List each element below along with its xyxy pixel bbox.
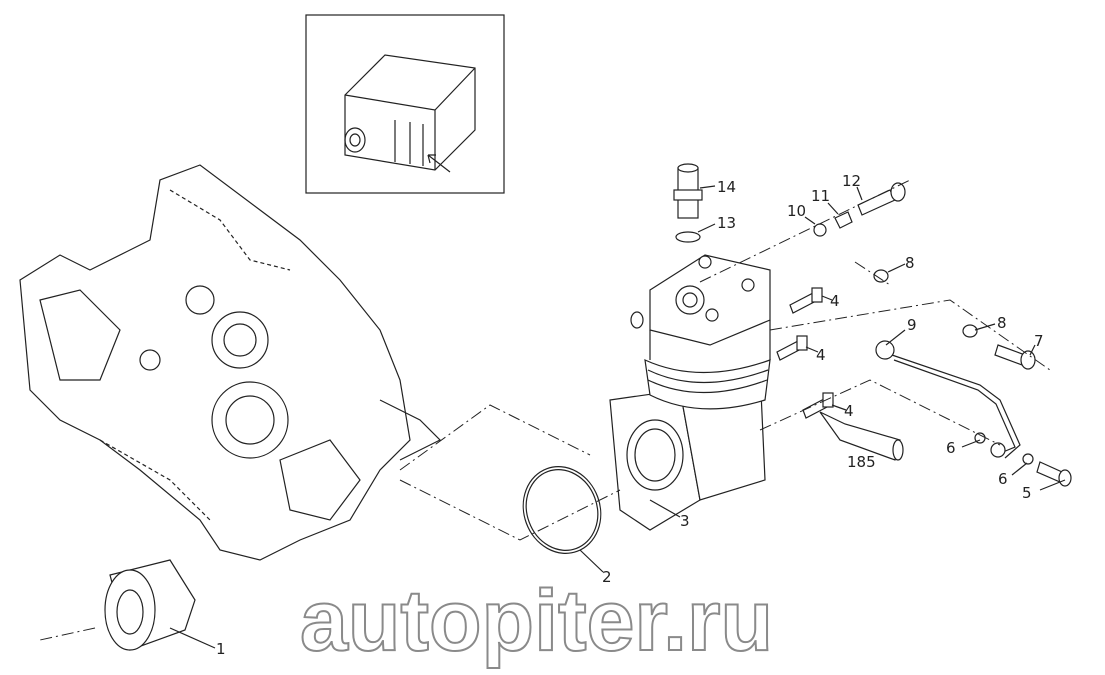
o-ring-gasket-inner [525, 469, 599, 551]
sealant-tube [819, 411, 904, 461]
banjo-bolt-7 [994, 344, 1036, 370]
banjo-bolt-5 [1036, 461, 1072, 487]
air-compressor [609, 254, 771, 531]
washer-8-upper [873, 269, 889, 283]
callout-2: 2 [602, 568, 612, 586]
washer-6-lower [1022, 453, 1034, 465]
nut-11 [834, 211, 853, 229]
leader-lines [169, 185, 1066, 649]
bolt-4-middle [776, 335, 808, 361]
callout-11: 11 [811, 187, 830, 205]
drive-gear [39, 559, 196, 651]
callout-13: 13 [717, 214, 736, 232]
inset-detail [305, 14, 505, 194]
engine-front-housing [19, 164, 442, 561]
union-fitting [673, 163, 703, 219]
callout-3: 3 [680, 512, 690, 530]
callout-4: 4 [816, 346, 826, 364]
callout-7: 7 [1034, 332, 1044, 350]
callout-185: 185 [847, 453, 876, 471]
callout-8: 8 [905, 254, 915, 272]
callout-4: 4 [830, 292, 840, 310]
callout-8: 8 [997, 314, 1007, 332]
o-ring-gasket [522, 466, 602, 554]
callout-14: 14 [717, 178, 736, 196]
callout-6: 6 [946, 439, 956, 457]
washer-10 [813, 223, 827, 237]
callout-5: 5 [1022, 484, 1032, 502]
callout-10: 10 [787, 202, 806, 220]
callout-12: 12 [842, 172, 861, 190]
callout-1: 1 [216, 640, 226, 658]
callout-9: 9 [907, 316, 917, 334]
bolt-4-lower [802, 392, 834, 419]
watermark: autopiter.ru [300, 573, 773, 669]
callout-4: 4 [844, 402, 854, 420]
callout-6: 6 [998, 470, 1008, 488]
washer-8-lower [962, 324, 978, 338]
oil-pipe-9 [875, 340, 1021, 459]
sealing-ring [675, 231, 701, 243]
elbow-fitting-12 [857, 182, 906, 216]
bolt-4-upper [789, 287, 823, 314]
